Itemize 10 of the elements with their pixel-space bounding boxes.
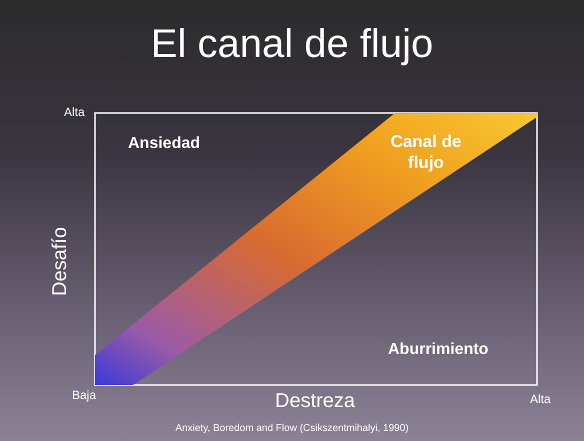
axis-tick-label: Alta [64,105,85,119]
axis-tick-label: Baja [72,388,96,402]
title: El canal de flujo [150,22,434,67]
axis-title: Desafío [48,227,72,296]
axis-tick-label: Alta [530,392,551,406]
region-label: Aburrimiento [388,341,488,359]
caption: Anxiety, Boredom and Flow (Csikszentmihalyi, 1990) [174,423,410,434]
axis-title: Destreza [275,390,356,413]
band-label: Canal de flujo [390,131,462,173]
region-label: Ansiedad [128,135,200,153]
